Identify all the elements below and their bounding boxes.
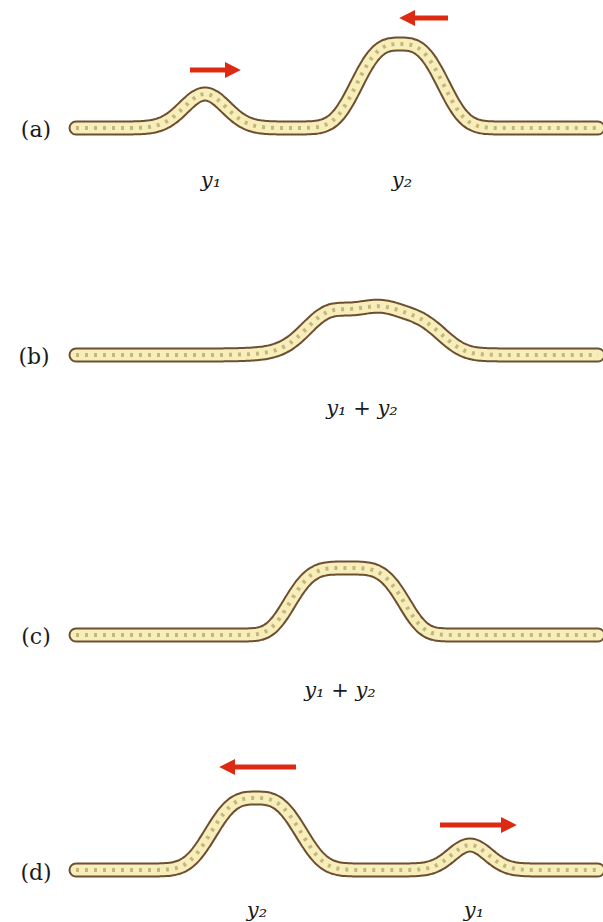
rope-twist [76, 306, 598, 355]
rope-twist [76, 44, 598, 128]
rope-outline [76, 44, 598, 128]
panel-label: (c) [21, 624, 51, 649]
arrow-group [190, 18, 504, 825]
pulse-label: y₂ [247, 898, 267, 922]
direction-arrow [190, 68, 228, 73]
pulse-label: y₁ [201, 168, 221, 192]
panel-label: (a) [21, 117, 51, 142]
rope-outline [76, 568, 598, 635]
rope-body [76, 798, 598, 870]
rope-group [76, 44, 598, 870]
rope-body [76, 44, 598, 128]
pulse-label: y₁ + y₂ [304, 678, 376, 702]
rope-twist [76, 798, 598, 870]
direction-arrow [440, 823, 504, 828]
rope-twist [76, 568, 598, 635]
pulse-label: y₁ [464, 898, 484, 922]
rope-body [76, 306, 598, 355]
panel-label: (b) [18, 344, 49, 369]
pulse-label: y₂ [392, 168, 412, 192]
direction-arrow [232, 765, 296, 770]
rope-outline [76, 798, 598, 870]
direction-arrow [412, 16, 448, 21]
pulse-label: y₁ + y₂ [326, 396, 398, 420]
rope-body [76, 568, 598, 635]
panel-label: (d) [20, 860, 51, 885]
rope-outline [76, 306, 598, 355]
